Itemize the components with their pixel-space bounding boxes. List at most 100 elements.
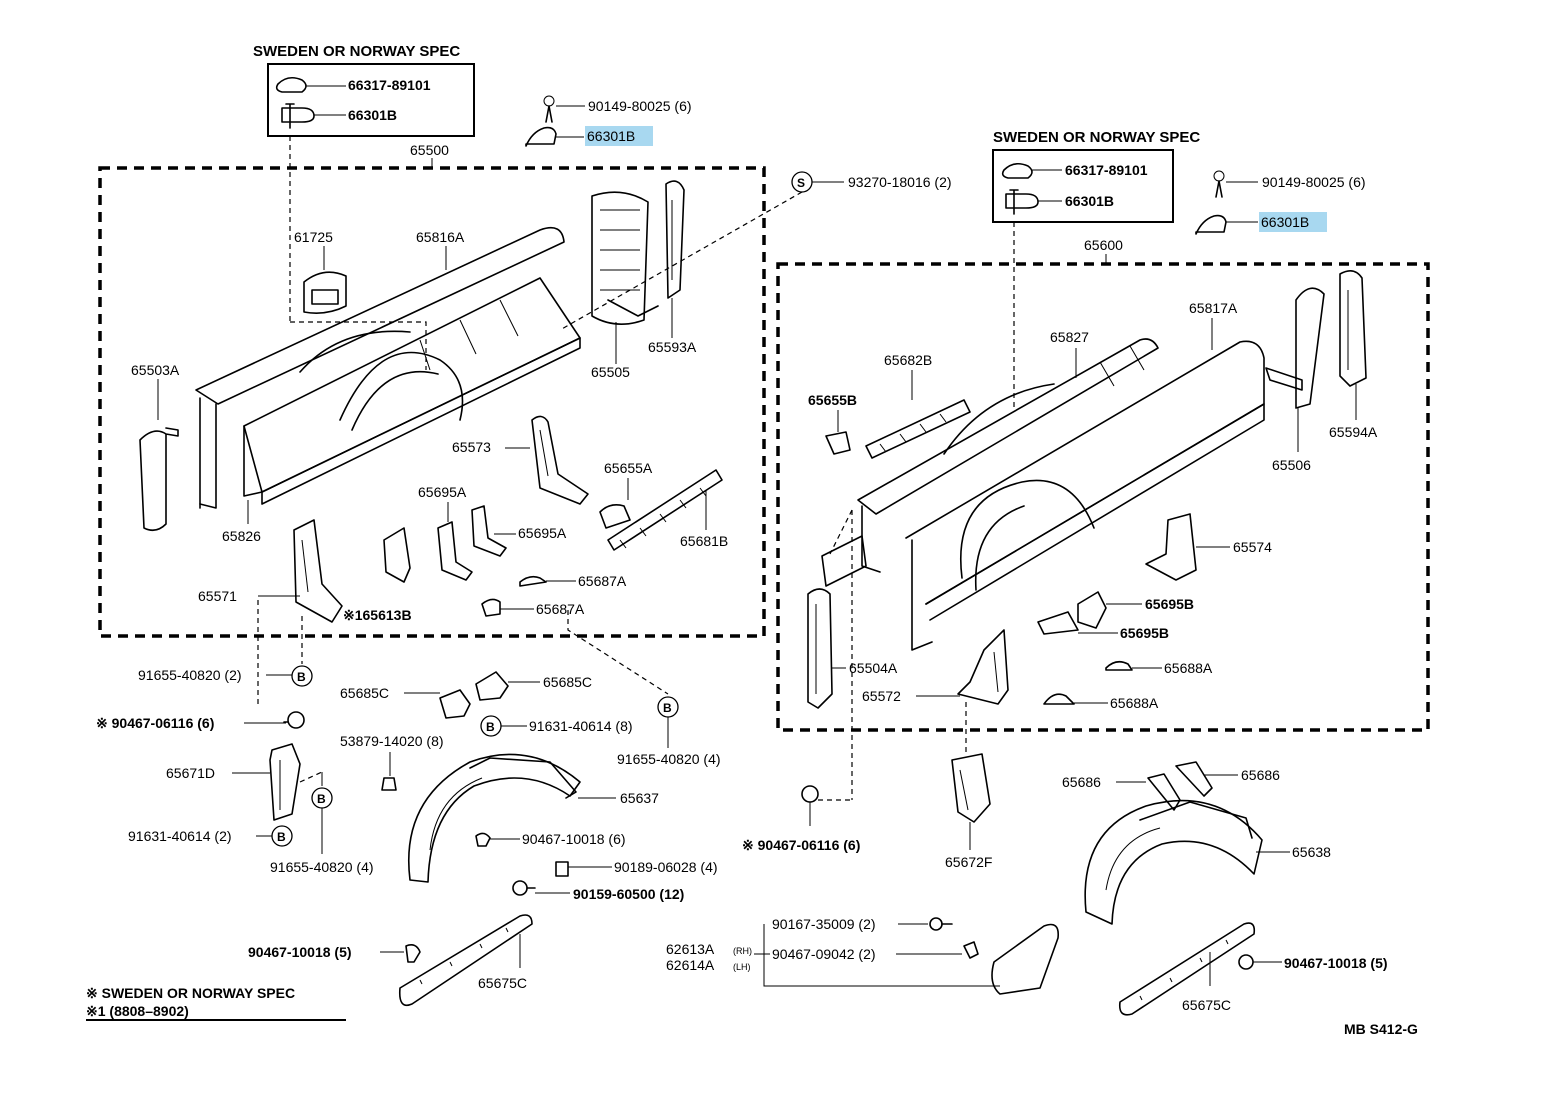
footnote-2: ※1 (8808–8902) [86,1003,189,1019]
part-65671d [269,743,301,821]
label-66301b-right-box: 66301B [1065,193,1114,209]
label-65688a-2: 65688A [1110,695,1159,711]
bolt-90167 [929,917,953,931]
part-65574 [1145,513,1197,581]
label-90467-09042: 90467-09042 (2) [772,946,876,962]
label-65500: 65500 [410,142,449,158]
right-spec-header: SWEDEN OR NORWAY SPEC [993,129,1200,146]
bracket-66301b-right [1195,214,1227,235]
left-spec-header: SWEDEN OR NORWAY SPEC [253,43,460,60]
clip-53879 [381,777,397,791]
right-cap-part [1001,162,1033,179]
right-assembly-frame [776,262,1430,732]
label-65685c-1: 65685C [340,685,389,701]
b-callout-2-letter: B [486,720,495,734]
part-65688a-a [1105,660,1133,671]
label-65655b: 65655B [808,392,857,408]
screw-icon-right [1213,170,1225,198]
bracket-66301b-left [525,126,557,147]
clip-90467-09042 [963,941,979,959]
label-53879: 53879-14020 (8) [340,733,444,749]
label-65571: 65571 [198,588,237,604]
label-91631-8: 91631-40614 (8) [529,718,633,734]
footnote-1: ※ SWEDEN OR NORWAY SPEC [86,985,295,1001]
label-65572: 65572 [862,688,901,704]
label-65685c-2: 65685C [543,674,592,690]
part-61725 [303,271,347,314]
label-62613a: 62613A [666,941,715,957]
bolt-90159 [512,880,536,896]
label-93270: 93270-18016 (2) [848,174,952,190]
label-91655-4: 91655-40820 (4) [270,859,374,875]
label-66301b-right-highlight: 66301B [1261,214,1309,230]
label-65682b: 65682B [884,352,932,368]
label-65816a: 65816A [416,229,465,245]
label-91655-2: 91655-40820 (2) [138,667,242,683]
label-65686-2: 65686 [1241,767,1280,783]
label-61725: 61725 [294,229,333,245]
part-65686-b [1175,761,1213,797]
part-65593a [665,180,685,299]
clip-90189 [555,861,569,877]
label-screw-left: 90149-80025 (6) [588,98,692,114]
label-65505: 65505 [591,364,630,380]
label-65817a: 65817A [1189,300,1238,316]
label-65637: 65637 [620,790,659,806]
part-right-side-bracket [821,535,867,587]
label-91655-4b: 91655-40820 (4) [617,751,721,767]
label-62614a-sub: (LH) [733,962,751,972]
label-65573: 65573 [452,439,491,455]
part-left-bed [195,226,581,509]
label-65686-1: 65686 [1062,774,1101,790]
part-65572 [957,629,1009,705]
right-bracket-66301b [1005,189,1039,215]
part-65638 [1084,799,1263,925]
part-65637 [408,753,581,883]
label-65600: 65600 [1084,237,1123,253]
label-65687a-1: 65687A [578,573,627,589]
part-65594a [1339,270,1367,387]
label-90467-06116-left: ※ 90467-06116 (6) [96,715,214,731]
clip-icon-left [283,711,305,729]
highlight-66301b-left [585,126,653,146]
left-spec-box [267,63,475,137]
label-65675c-right: 65675C [1182,997,1231,1013]
b-callout-4-letter: B [317,792,326,806]
part-mud-guard [991,923,1060,995]
label-90467-10018-6: 90467-10018 (6) [522,831,626,847]
part-65687a-a [519,575,547,587]
label-90159: 90159-60500 (12) [573,886,684,902]
label-66317-right: 66317-89101 [1065,162,1148,178]
part-65655b [825,431,851,455]
label-65638: 65638 [1292,844,1331,860]
label-62614a: 62614A [666,957,715,973]
b-callout-3-letter: B [663,701,672,715]
b-callout-5-letter: B [277,830,286,844]
left-assembly-frame [98,166,766,638]
label-65675c-left: 65675C [478,975,527,991]
label-65695a-1: 65695A [418,484,467,500]
label-90467-10018-5-right: 90467-10018 (5) [1284,955,1388,971]
label-65695a-2: 65695A [518,525,567,541]
label-65687a-2: 65687A [536,601,585,617]
part-65687a-b [481,598,501,617]
label-65681b: 65681B [680,533,728,549]
label-65655a: 65655A [604,460,653,476]
part-65504a [807,588,833,709]
screw-icon [543,95,555,123]
label-65574: 65574 [1233,539,1272,555]
part-65505 [591,191,659,325]
clip-90467-10018-5-right [1238,954,1254,970]
part-65573 [531,415,589,505]
part-right-bed [857,338,1265,651]
label-65695b-2: 65695B [1120,625,1169,641]
left-cap-part [275,76,307,93]
highlight-66301b-right [1259,212,1327,232]
part-65685c-a [439,689,471,719]
s-callout-letter: S [797,176,805,190]
label-65688a-1: 65688A [1164,660,1213,676]
label-65504a: 65504A [849,660,898,676]
label-66317-left: 66317-89101 [348,77,431,93]
label-90467-10018-5-left: 90467-10018 (5) [248,944,352,960]
label-65826: 65826 [222,528,261,544]
